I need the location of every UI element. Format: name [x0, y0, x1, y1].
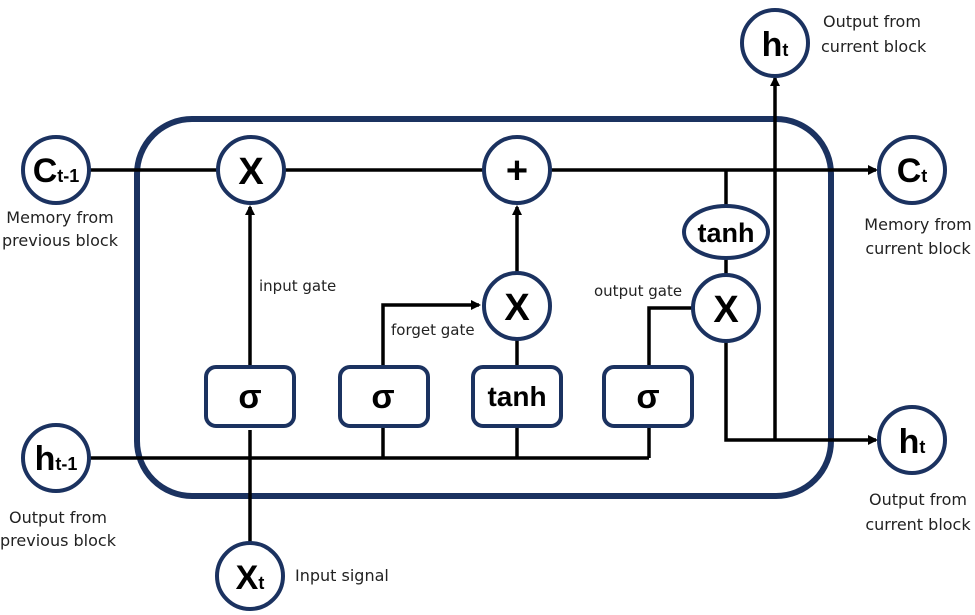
gate-tanh: tanh — [471, 365, 563, 428]
caption-h-right-2: current block — [865, 515, 971, 534]
lstm-cell-boundary — [134, 116, 834, 499]
svg-text:tanh: tanh — [487, 381, 546, 412]
gate-sigma-output: σ — [602, 365, 694, 428]
svg-text:σ: σ — [371, 378, 394, 416]
caption-c-prev-2: previous block — [2, 231, 119, 250]
svg-text:X: X — [713, 289, 739, 331]
caption-h-prev-2: previous block — [0, 531, 117, 550]
svg-text:σ: σ — [636, 378, 659, 416]
svg-text:Xt: Xt — [236, 559, 265, 597]
label-forget-gate: forget gate — [391, 321, 475, 339]
wire-output-gate — [647, 306, 693, 366]
gate-sigma-input: σ — [204, 365, 296, 428]
svg-text:tanh: tanh — [698, 218, 755, 248]
gate-sigma-forget: σ — [338, 365, 430, 428]
svg-text:X: X — [504, 287, 530, 329]
svg-text:+: + — [506, 150, 528, 192]
caption-x-t: Input signal — [295, 566, 389, 585]
svg-text:Ct-1: Ct-1 — [33, 152, 80, 190]
caption-h-prev-1: Output from — [9, 508, 107, 527]
caption-h-right-1: Output from — [869, 490, 967, 509]
svg-text:Ct: Ct — [897, 152, 928, 190]
node-h-prev: ht-1 — [21, 423, 91, 493]
wire-to-ht-right — [724, 342, 878, 445]
node-c-t: Ct — [877, 135, 947, 205]
svg-text:σ: σ — [238, 378, 261, 416]
caption-h-top-1: Output from — [823, 12, 921, 31]
label-output-gate: output gate — [594, 282, 682, 300]
node-h-right: ht — [877, 405, 947, 475]
wire-forget-gate — [381, 300, 481, 366]
node-x-t: Xt — [215, 541, 285, 611]
caption-c-t-2: current block — [865, 239, 971, 258]
label-input-gate: input gate — [259, 277, 336, 295]
node-h-top: ht — [740, 8, 810, 78]
op-mult-output: X — [691, 273, 761, 343]
svg-text:ht: ht — [899, 423, 926, 461]
node-c-prev: Ct-1 — [21, 135, 91, 205]
caption-h-top-2: current block — [821, 37, 927, 56]
caption-c-prev-1: Memory from — [6, 208, 113, 227]
svg-text:ht-1: ht-1 — [35, 440, 78, 478]
svg-text:X: X — [238, 151, 264, 193]
svg-text:ht: ht — [762, 26, 789, 64]
caption-c-t-1: Memory from — [864, 215, 971, 234]
op-mult-input: X — [482, 271, 552, 341]
op-add: + — [482, 135, 552, 205]
wires — [90, 76, 878, 545]
op-mult-forget: X — [216, 135, 286, 205]
op-tanh-cell: tanh — [682, 204, 770, 260]
